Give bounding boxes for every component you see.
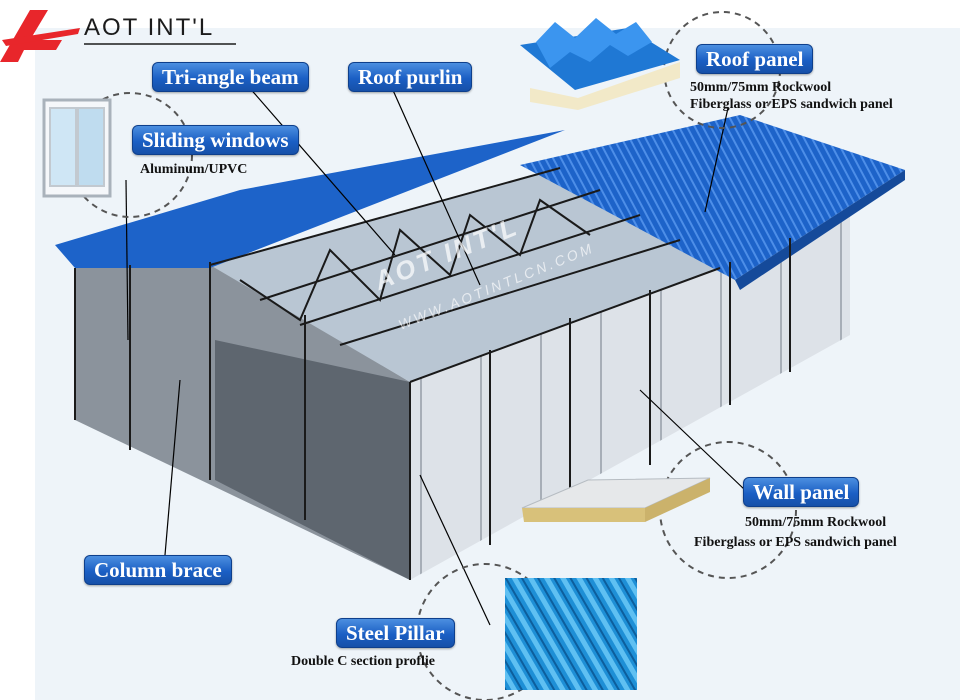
roof-right-eave (735, 170, 905, 290)
roof-panel-spec-1: 50mm/75mm Rockwool (690, 80, 832, 95)
label-roof-purlin: Roof purlin (348, 62, 473, 92)
leader-lines (125, 85, 746, 626)
roof-panel-thumbnail (520, 18, 680, 110)
brand-logo (0, 10, 236, 62)
label-sliding-windows: Sliding windows (132, 125, 299, 155)
wall-panel-spec-1: 50mm/75mm Rockwool (745, 515, 887, 530)
steel-pillar-thumbnail (505, 578, 637, 690)
label-wall-panel: Wall panel (743, 477, 860, 507)
label-column-brace: Column brace (84, 555, 232, 585)
sliding-window-thumbnail (42, 98, 112, 198)
roof-panel-spec-2: Fiberglass or EPS sandwich panel (690, 97, 893, 112)
wall-panel-spec-2: Fiberglass or EPS sandwich panel (694, 535, 897, 550)
label-roof-panel: Roof panel (696, 44, 814, 74)
sliding-windows-spec: Aluminum/UPVC (140, 162, 248, 177)
logo-red-swoosh (2, 28, 80, 46)
brand-name: AOT INT'L (84, 14, 215, 41)
truss-lines (74, 167, 791, 580)
roof-interior (210, 168, 720, 382)
steel-pillar-spec: Double C section proflie (291, 654, 436, 669)
label-steel-pillar: Steel Pillar (336, 618, 455, 648)
end-wall-shade (215, 340, 410, 580)
label-tri-angle-beam: Tri-angle beam (152, 62, 309, 92)
roof-left-edge (55, 130, 565, 268)
roof-panel-surface (520, 115, 905, 280)
front-wall (410, 210, 850, 580)
wall-panel-thumbnail (521, 477, 711, 522)
